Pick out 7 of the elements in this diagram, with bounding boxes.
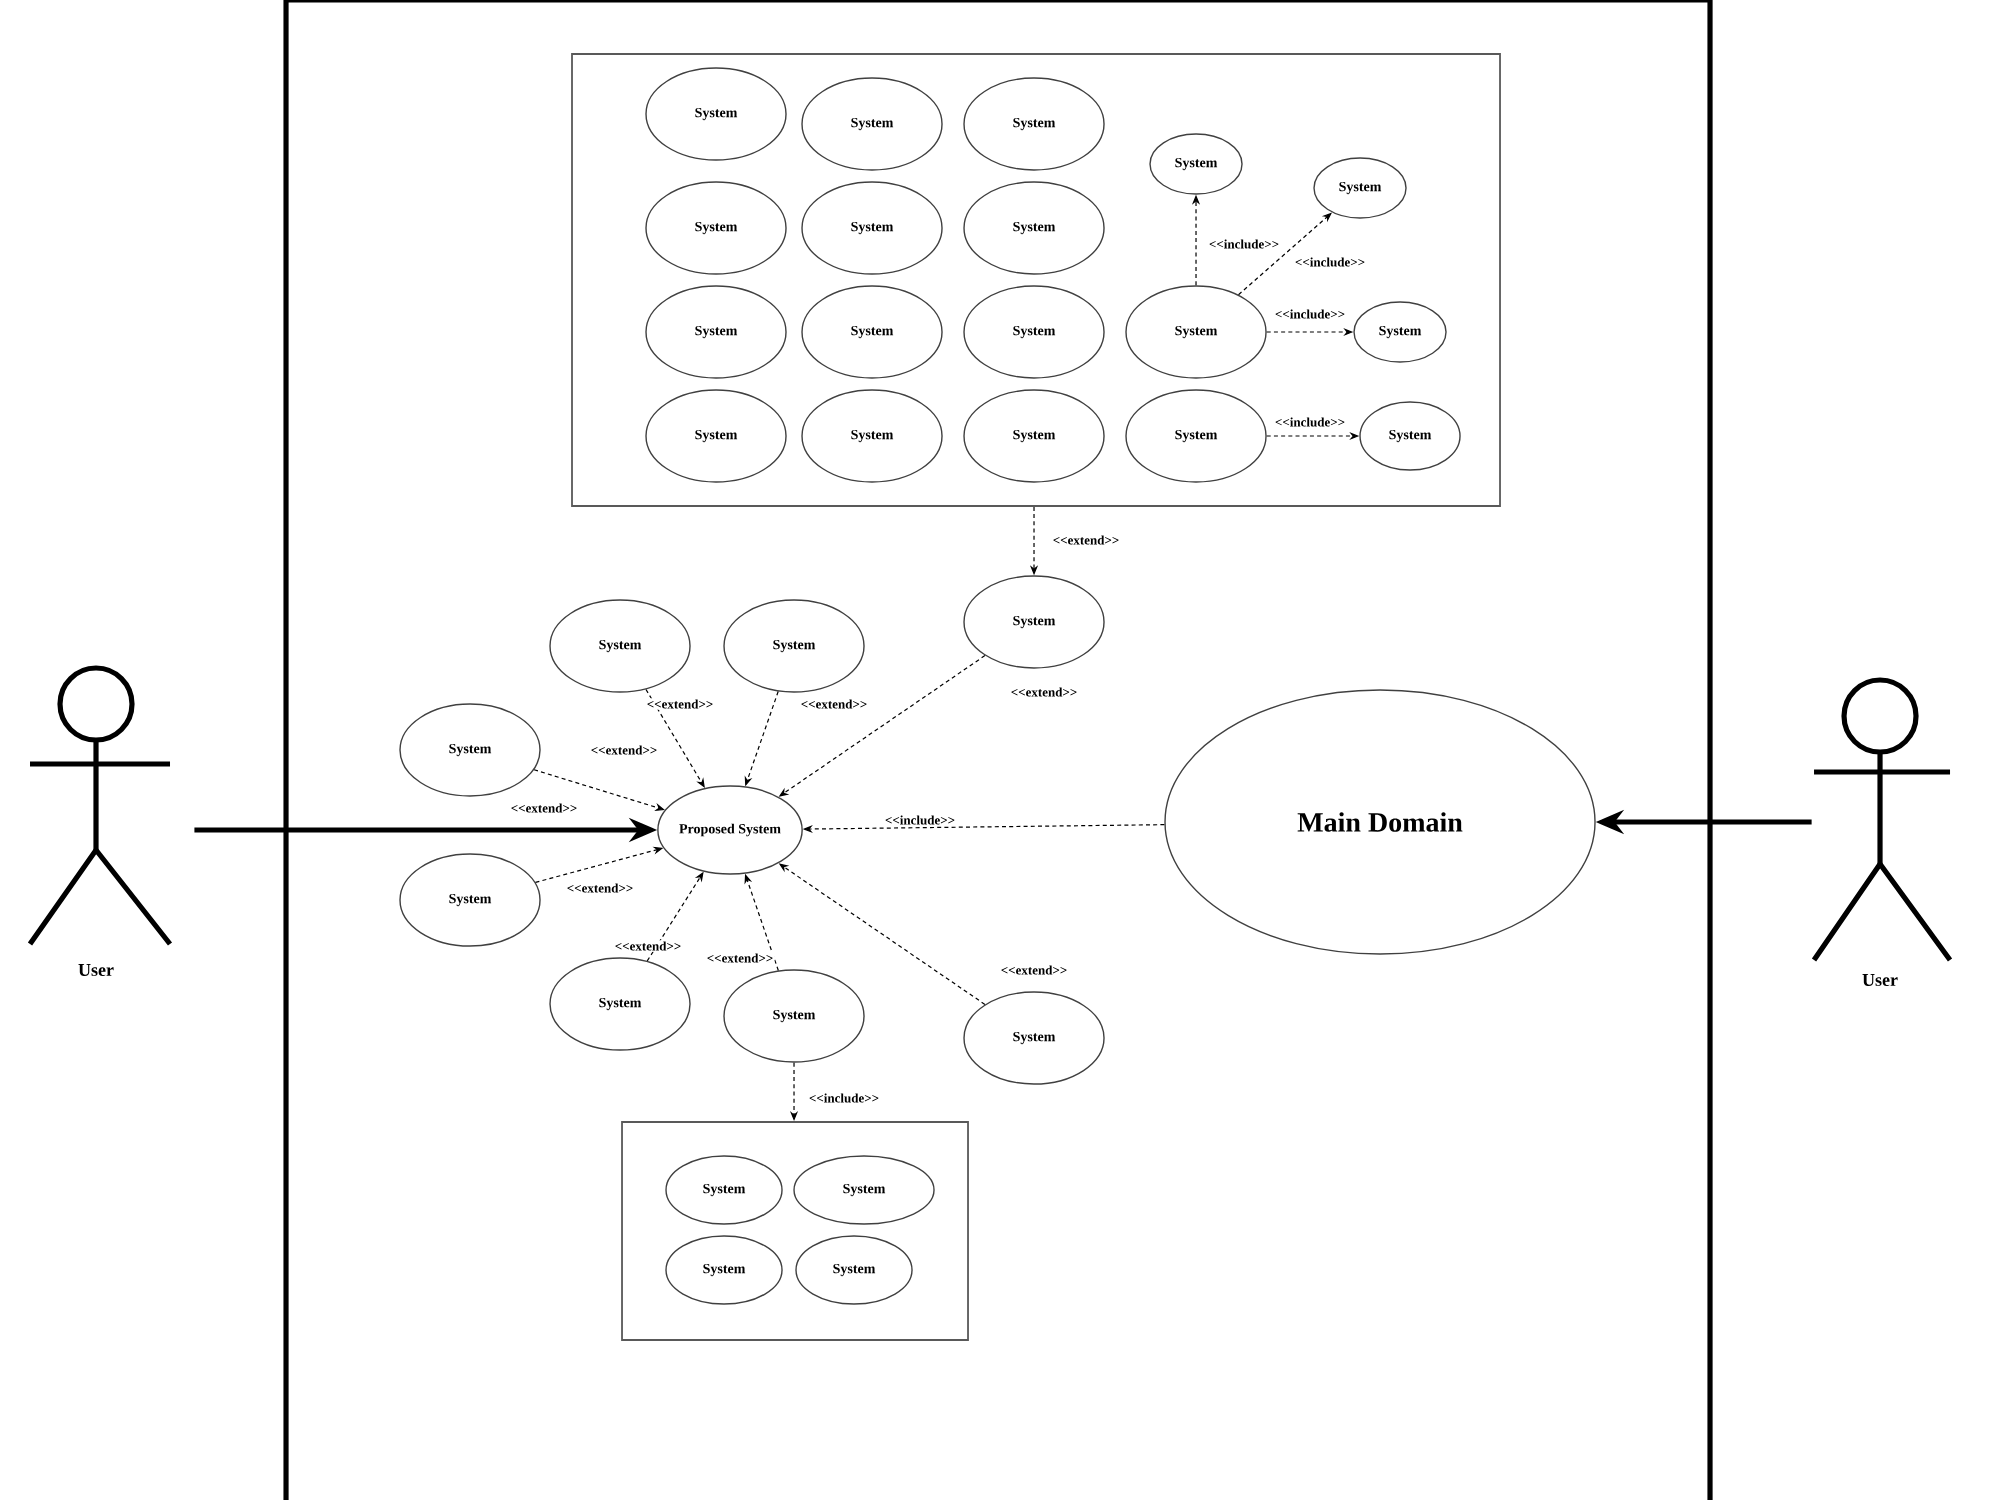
node-label: User [1862, 974, 1898, 987]
actor: User [27, 665, 173, 976]
node-label: User [78, 964, 114, 977]
system-boundary [283, 0, 1713, 1500]
group-box [571, 53, 1501, 507]
actor: User [1811, 677, 1953, 986]
group-box [621, 1121, 969, 1341]
